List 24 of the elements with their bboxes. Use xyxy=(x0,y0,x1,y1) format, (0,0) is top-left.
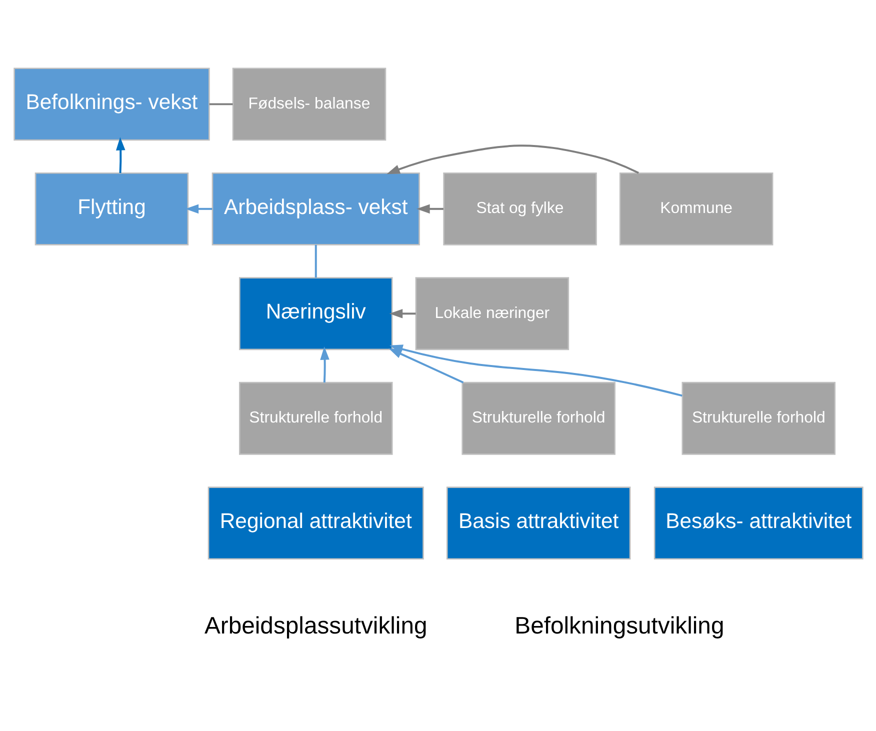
node-box: Arbeidsplass- vekst xyxy=(211,172,420,245)
node-box: Kommune xyxy=(618,172,773,245)
node-box: Besøks- attraktivitet xyxy=(653,486,863,560)
node-box: Næringsliv xyxy=(238,276,392,350)
arrow xyxy=(416,204,443,214)
label: Befolkningsutvikling xyxy=(514,612,724,640)
node-box: Stat og fylke xyxy=(442,172,596,245)
connector xyxy=(208,102,232,105)
arrow xyxy=(320,346,329,382)
node-box: Befolknings- vekst xyxy=(13,67,210,140)
arrow xyxy=(115,136,125,173)
node-box: Flytting xyxy=(34,172,188,245)
arrow xyxy=(388,308,416,318)
node-box: Strukturelle forhold xyxy=(238,381,392,454)
node-box: Basis attraktivitet xyxy=(446,486,630,560)
connector xyxy=(314,244,316,278)
node-box: Fødsels- balanse xyxy=(232,67,386,140)
arrow xyxy=(184,204,212,214)
node-box: Strukturelle forhold xyxy=(681,381,836,454)
arrow xyxy=(386,144,638,174)
node-box: Lokale næringer xyxy=(414,276,569,350)
label: Arbeidsplassutvikling xyxy=(204,612,427,640)
node-box: Regional attraktivitet xyxy=(207,486,424,560)
node-box: Strukturelle forhold xyxy=(461,381,615,454)
